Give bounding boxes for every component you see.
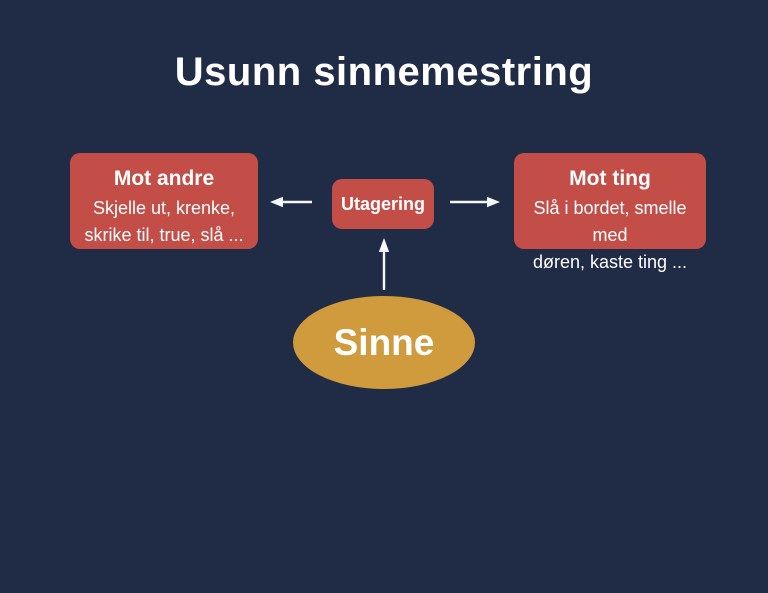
box-utagering-label: Utagering (340, 193, 425, 214)
box-mot-ting-line-2: døren, kaste ting ... (532, 252, 688, 272)
arrow-left-icon (270, 196, 312, 208)
box-mot-ting-line-1: Slå i bordet, smelle med (533, 198, 687, 245)
box-mot-andre-line-2: skrike til, true, slå ... (84, 225, 244, 245)
arrow-up-icon (378, 238, 390, 290)
arrow-right-icon (450, 196, 500, 208)
box-mot-andre-line-1: Skjelle ut, krenke, (92, 198, 236, 218)
ellipse-sinne: Sinne (293, 296, 475, 389)
box-mot-andre: Mot andre Skjelle ut, krenke, skrike til… (70, 153, 258, 249)
ellipse-sinne-label: Sinne (333, 321, 435, 363)
slide-title: Usunn sinnemestring (174, 50, 594, 94)
box-mot-ting-heading: Mot ting (569, 167, 651, 190)
box-mot-ting: Mot ting Slå i bordet, smelle med døren,… (514, 153, 706, 272)
box-mot-andre-heading: Mot andre (113, 167, 215, 190)
box-utagering: Utagering (332, 179, 434, 229)
